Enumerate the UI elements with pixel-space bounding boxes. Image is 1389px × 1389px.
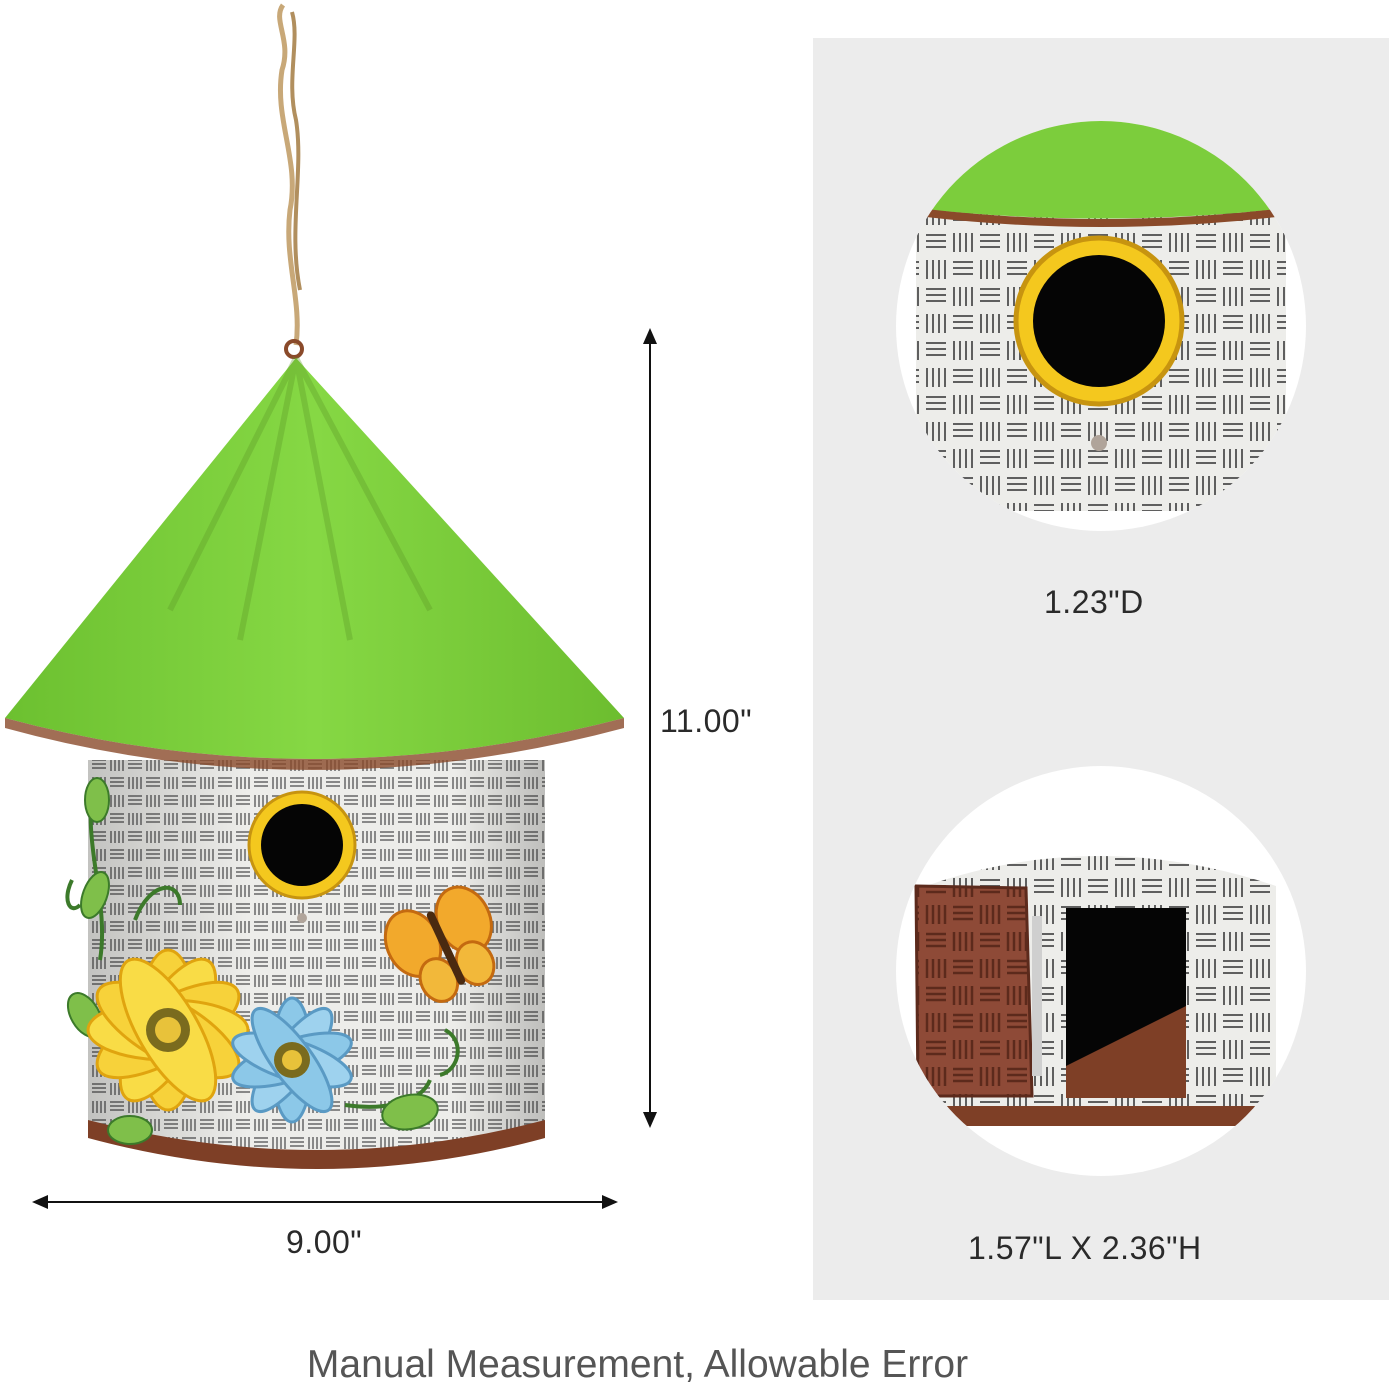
measurement-note: Manual Measurement, Allowable Error [306,1343,969,1386]
width-dimension-arrow [32,1195,618,1209]
height-dimension-arrow [643,328,657,1128]
blue-flower [231,996,353,1124]
leaf [381,1093,439,1131]
entrance-hole-label: 1.23"D [1044,584,1144,620]
leaf [84,777,110,823]
roof-rim [5,718,624,770]
hanging-ring [284,339,304,359]
roof [5,358,624,759]
birdhouse-image [5,3,624,1169]
detail-panel: 1.23"D [813,38,1389,1300]
entrance-hole-detail [896,121,1306,531]
width-label: 9.00" [286,1224,363,1260]
hanging-rope [277,3,300,346]
leaf [80,871,110,919]
door-flap [914,884,1034,1098]
yellow-flower [86,948,250,1112]
butterfly [383,885,496,1003]
door-label: 1.57"L X 2.36"H [968,1230,1202,1266]
vine [65,779,460,1109]
height-label: 11.00" [660,703,753,739]
leaf [107,1115,153,1145]
door-detail [896,766,1306,1176]
entrance-hole [261,804,343,886]
hole-closeup [1033,255,1165,387]
